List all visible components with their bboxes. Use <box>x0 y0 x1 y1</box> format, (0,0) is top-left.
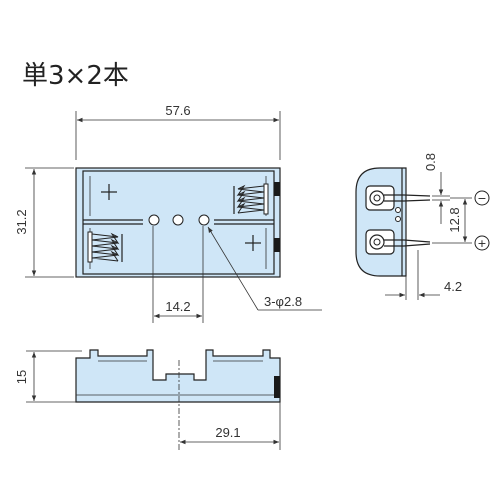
terminal-pitch-label: 12.8 <box>447 207 462 232</box>
mounting-hole-right <box>198 214 210 226</box>
mounting-hole-left <box>148 214 160 226</box>
hole-pitch-label: 14.2 <box>165 299 190 314</box>
drawing-title: 単3×2本 <box>22 61 129 91</box>
negative-terminal <box>365 185 431 211</box>
side-height-label: 15 <box>14 370 29 384</box>
holder-body-top <box>75 167 281 278</box>
half-length-label: 29.1 <box>215 425 240 440</box>
top-view: 57.6 31.2 <box>14 103 322 323</box>
positive-mark-lower <box>245 235 261 251</box>
positive-polarity-mark: + <box>474 235 490 251</box>
side-tab <box>274 238 280 252</box>
spring-upper <box>233 183 269 215</box>
thickness-label: 0.8 <box>423 153 438 171</box>
positive-terminal <box>365 229 431 255</box>
holder-body-side <box>75 349 281 403</box>
end-view: 0.8 12.8 − + 4.2 <box>355 153 490 300</box>
end-view-dot <box>395 216 401 222</box>
side-view: 15 29.1 <box>14 349 281 450</box>
end-view-dot <box>395 207 401 213</box>
side-tab <box>274 182 280 196</box>
holder-body-end <box>355 167 407 277</box>
svg-text:+: + <box>477 237 486 250</box>
mounting-hole-center <box>172 214 184 226</box>
side-view-terminal <box>274 376 280 398</box>
spring-lower <box>87 231 123 263</box>
negative-polarity-mark: − <box>474 190 490 206</box>
hole-spec-label: 3-φ2.8 <box>264 294 302 309</box>
terminal-offset-label: 4.2 <box>444 279 462 294</box>
hole-leader-line <box>207 226 259 311</box>
positive-mark-upper <box>101 184 117 200</box>
svg-text:−: − <box>477 192 486 205</box>
height-dimension-label: 31.2 <box>14 209 29 234</box>
width-dimension-label: 57.6 <box>165 103 190 118</box>
